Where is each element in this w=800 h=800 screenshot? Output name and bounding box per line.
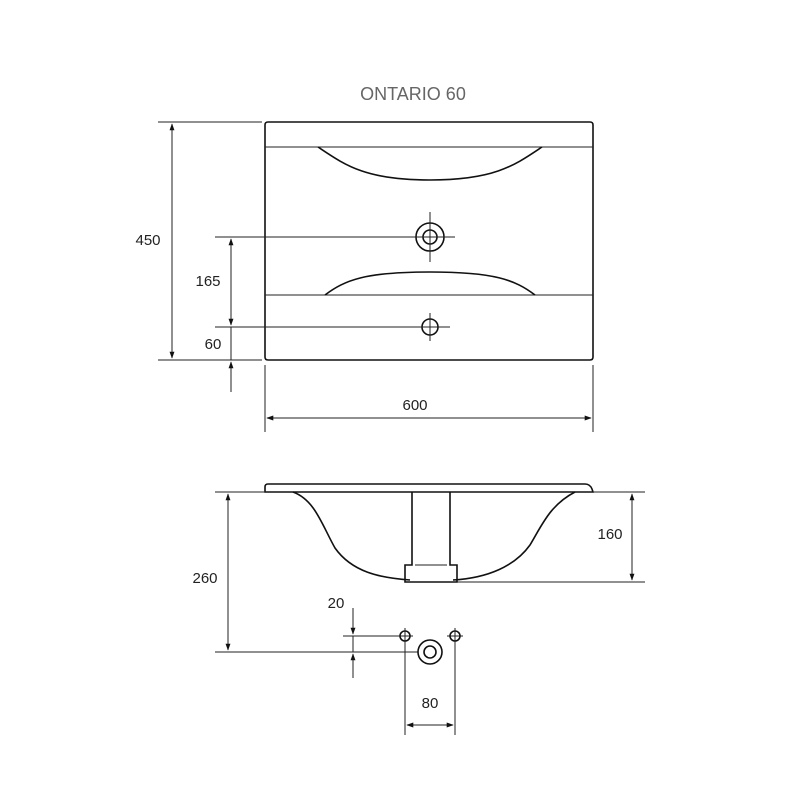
dim-label-20: 20	[328, 595, 345, 612]
dim-label-260: 260	[192, 570, 217, 587]
side-rim	[264, 483, 595, 493]
dim-label-160: 160	[597, 526, 622, 543]
side-bowl	[292, 491, 576, 581]
side-drain-pipe	[404, 492, 458, 583]
side-view: 260 160 20 80	[192, 483, 645, 735]
front-bowl-curve	[324, 271, 536, 296]
overflow-hole	[417, 313, 450, 341]
dim-label-600: 600	[402, 397, 427, 414]
top-view: 450 165 60 600	[135, 121, 594, 432]
dim-label-60: 60	[205, 336, 222, 353]
dim-label-450: 450	[135, 232, 160, 249]
dim-label-80: 80	[422, 695, 439, 712]
drain-hole	[417, 639, 443, 665]
mounting-hole-right	[447, 628, 463, 644]
tap-hole	[412, 212, 455, 262]
mounting-hole-left	[397, 628, 413, 644]
product-title: ONTARIO 60	[360, 84, 466, 104]
rear-bowl-curve	[317, 146, 543, 181]
dim-label-165: 165	[195, 273, 220, 290]
basin-outline	[264, 121, 594, 361]
